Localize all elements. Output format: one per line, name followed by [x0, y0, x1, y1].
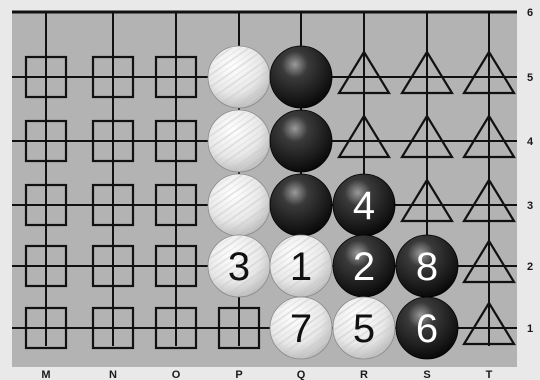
black-stone-Q3: [270, 174, 332, 236]
white-stone-R1: 5: [333, 297, 395, 359]
white-stone-P2: 3: [208, 235, 270, 297]
move-number: 1: [290, 245, 312, 289]
white-stone-P4: [208, 110, 270, 172]
white-stone-Q2: 1: [270, 235, 332, 297]
white-stone-P3: [208, 174, 270, 236]
move-number: 5: [353, 307, 375, 351]
move-number: 2: [353, 245, 375, 289]
row-label: 5: [527, 72, 533, 84]
row-label: 1: [527, 323, 533, 335]
column-label: O: [172, 369, 181, 380]
black-stone-Q5: [270, 46, 332, 108]
column-label: S: [423, 369, 430, 380]
black-stone-R3: 4: [333, 174, 395, 236]
move-number: 6: [416, 307, 438, 351]
black-stone-S1: 6: [396, 297, 458, 359]
move-number: 3: [228, 245, 250, 289]
move-number: 4: [353, 184, 375, 228]
column-label: T: [486, 369, 493, 380]
row-label: 4: [527, 136, 534, 148]
move-number: 7: [290, 307, 312, 351]
white-stone-P5: [208, 46, 270, 108]
row-label: 3: [527, 200, 533, 212]
move-number: 8: [416, 245, 438, 289]
column-label: R: [360, 369, 368, 380]
black-stone-R2: 2: [333, 235, 395, 297]
black-stone-Q4: [270, 110, 332, 172]
black-stone-S2: 8: [396, 235, 458, 297]
white-stone-Q1: 7: [270, 297, 332, 359]
row-label: 2: [527, 261, 533, 273]
column-label: P: [235, 369, 242, 380]
column-label: Q: [297, 369, 306, 380]
column-label: M: [41, 369, 50, 380]
row-label: 6: [527, 7, 533, 19]
column-label: N: [109, 369, 117, 380]
